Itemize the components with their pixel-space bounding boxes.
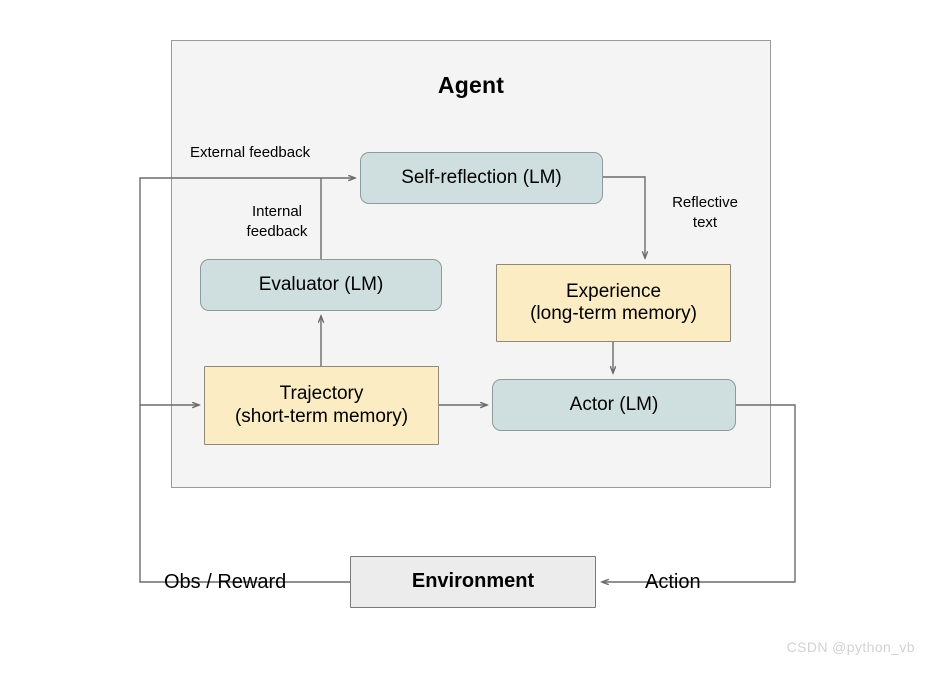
node-trajectory[interactable]: Trajectory (short-term memory) xyxy=(204,366,439,445)
edge-label-external-feedback: External feedback xyxy=(190,144,311,161)
node-evaluator[interactable]: Evaluator (LM) xyxy=(200,259,442,311)
edge-label-action: Action xyxy=(645,571,701,593)
agent-title: Agent xyxy=(437,72,505,98)
node-actor-label: Actor (LM) xyxy=(569,393,659,415)
edge-label-internal-feedback-line1: Internal xyxy=(251,203,303,220)
edge-label-reflective-text-line1: Reflective xyxy=(672,194,738,211)
node-experience-text: Experience (long-term memory) xyxy=(530,281,697,326)
node-environment-label: Environment xyxy=(411,570,535,593)
node-experience[interactable]: Experience (long-term memory) xyxy=(496,264,731,342)
node-environment[interactable]: Environment xyxy=(350,556,596,608)
edge-label-reflective-text-line2: text xyxy=(692,213,718,231)
node-self-reflection[interactable]: Self-reflection (LM) xyxy=(360,152,603,204)
node-experience-sublabel: (long-term memory) xyxy=(530,303,697,324)
node-evaluator-label: Evaluator (LM) xyxy=(258,273,384,295)
watermark: CSDN @python_vb xyxy=(786,639,915,655)
node-actor[interactable]: Actor (LM) xyxy=(492,379,736,431)
node-trajectory-text: Trajectory (short-term memory) xyxy=(235,383,408,428)
edge-label-obs-reward: Obs / Reward xyxy=(164,571,287,593)
node-self-reflection-label: Self-reflection (LM) xyxy=(401,166,562,188)
node-trajectory-label: Trajectory xyxy=(279,383,364,405)
node-trajectory-sublabel: (short-term memory) xyxy=(234,405,409,427)
node-experience-label: Experience xyxy=(565,280,662,302)
edge-label-internal-feedback-line2: feedback xyxy=(246,222,308,240)
edge-label-internal-feedback: Internal feedback xyxy=(237,202,317,241)
edge-label-reflective-text: Reflective text xyxy=(665,193,745,232)
